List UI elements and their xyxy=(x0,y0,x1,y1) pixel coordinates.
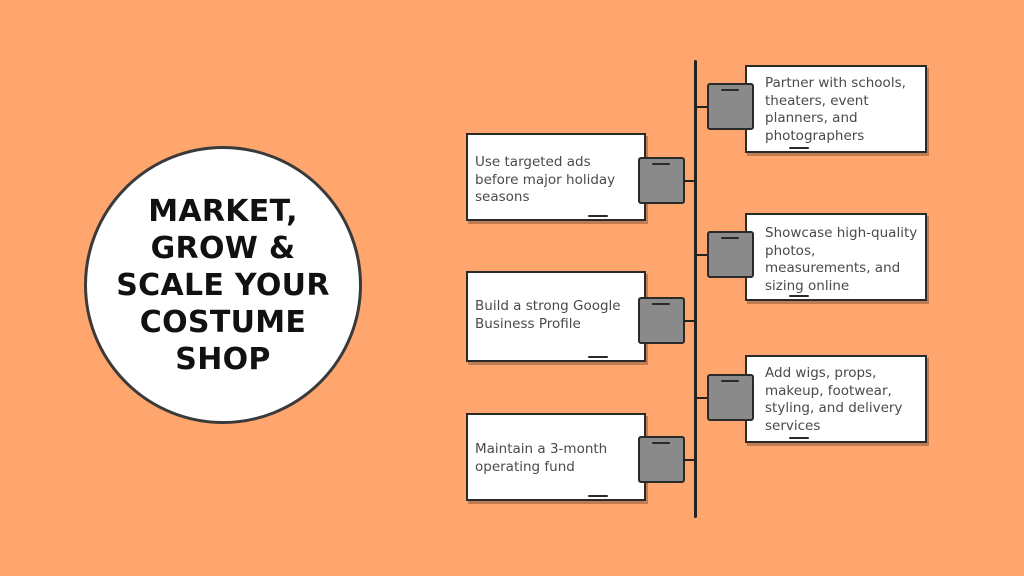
connector-dash-mark xyxy=(721,380,739,382)
title-circle: MARKET, GROW & SCALE YOUR COSTUME SHOP xyxy=(84,146,362,424)
right-item-text-1: Partner with schools, theaters, event pl… xyxy=(765,75,906,144)
left-item-text-1: Use targeted ads before major holiday se… xyxy=(475,154,616,205)
left-tick-2 xyxy=(684,320,695,322)
left-card-3 xyxy=(466,413,646,501)
left-connector-3 xyxy=(638,436,685,483)
right-tick-1 xyxy=(696,106,707,108)
right-card-1 xyxy=(745,65,927,153)
left-connector-2 xyxy=(638,297,685,344)
timeline-spine xyxy=(694,60,697,518)
card-dash-mark xyxy=(789,437,809,439)
right-connector-2 xyxy=(707,231,754,278)
diagram-title: MARKET, GROW & SCALE YOUR COSTUME SHOP xyxy=(116,193,330,377)
left-card-1 xyxy=(466,133,646,221)
connector-dash-mark xyxy=(652,163,670,165)
card-dash-mark xyxy=(789,147,809,149)
card-dash-mark xyxy=(588,495,608,497)
right-card-3 xyxy=(745,355,927,443)
connector-dash-mark xyxy=(721,237,739,239)
left-item-text-2: Build a strong Google Business Profile xyxy=(475,298,621,332)
right-tick-3 xyxy=(696,397,707,399)
card-dash-mark xyxy=(789,295,809,297)
card-dash-mark xyxy=(588,215,608,217)
right-item-text-3: Add wigs, props, makeup, footwear, styli… xyxy=(765,365,903,434)
card-dash-mark xyxy=(588,356,608,358)
left-tick-1 xyxy=(684,180,695,182)
connector-dash-mark xyxy=(721,89,739,91)
left-item-text-3: Maintain a 3-month operating fund xyxy=(475,441,608,475)
right-tick-2 xyxy=(696,254,707,256)
right-connector-1 xyxy=(707,83,754,130)
left-card-2 xyxy=(466,271,646,362)
connector-dash-mark xyxy=(652,303,670,305)
right-connector-3 xyxy=(707,374,754,421)
left-tick-3 xyxy=(684,459,695,461)
right-item-text-2: Showcase high-quality photos, measuremen… xyxy=(765,225,918,294)
left-connector-1 xyxy=(638,157,685,204)
connector-dash-mark xyxy=(652,442,670,444)
